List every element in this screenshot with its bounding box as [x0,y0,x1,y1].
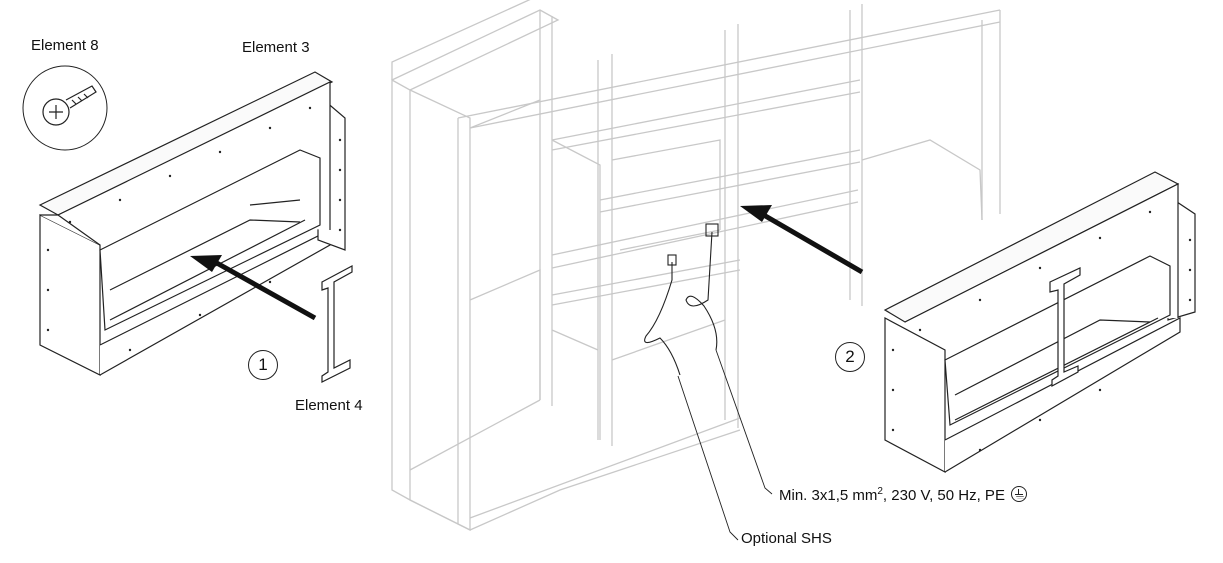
i-bracket-element-4 [321,265,353,383]
element-4-label: Element 4 [295,397,363,414]
step-1-badge: 1 [248,350,278,380]
step-2-badge: 2 [835,342,865,372]
cables [644,223,773,541]
power-spec-suffix: , 230 V, 50 Hz, PE [882,487,1005,504]
element-8-label: Element 8 [31,37,99,54]
insertion-arrow-icon-2 [740,205,864,275]
element-3-label: Element 3 [242,39,310,56]
power-spec-sup: 2 [877,486,883,497]
insertion-arrow-icon [190,255,317,321]
screw-icon [22,65,108,151]
optional-shs-label: Optional SHS [741,530,832,547]
damper-box-element-3 [38,71,346,376]
earth-ground-icon [1010,486,1027,502]
damper-box-installed [883,171,1196,473]
power-spec-prefix: Min. 3x1,5 mm [779,487,878,504]
power-spec-label: Min. 3x1,5 mm2, 230 V, 50 Hz, PE [779,484,1027,504]
wall-frame [391,0,1001,532]
